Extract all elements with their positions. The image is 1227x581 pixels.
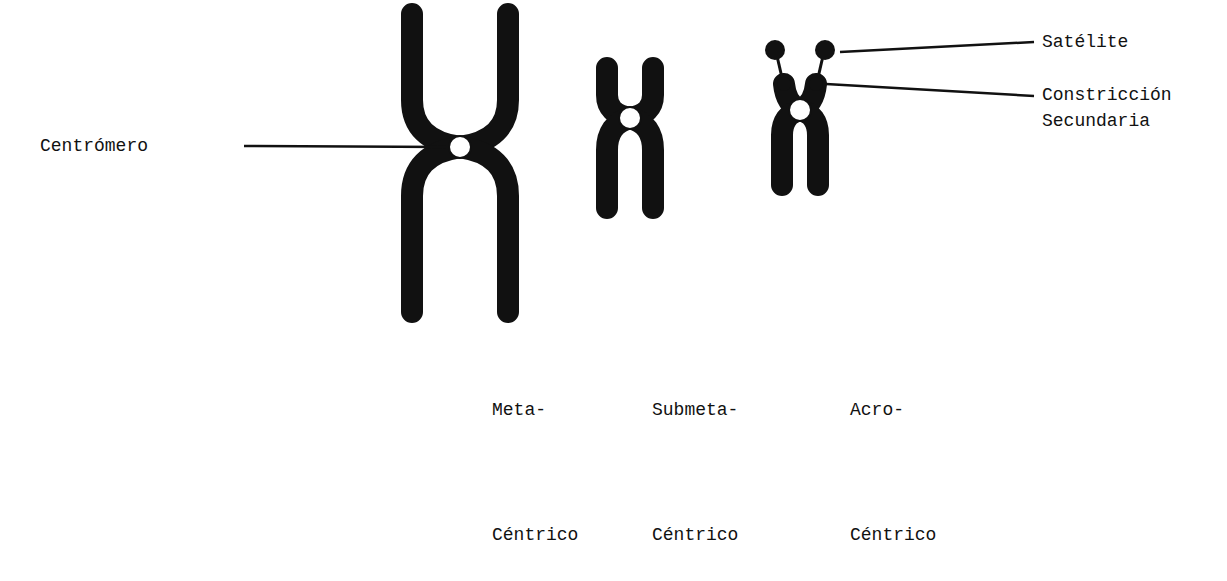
centromere	[449, 136, 471, 158]
type-label: Céntrico	[652, 522, 738, 548]
type-label: Submeta-	[652, 397, 738, 423]
part-label: Centrómero	[40, 133, 148, 159]
centromere	[619, 107, 641, 129]
satellite	[765, 40, 785, 60]
type-label: Céntrico	[492, 522, 578, 548]
centromere	[789, 99, 811, 121]
constriction-dot	[777, 77, 791, 91]
leader-line	[244, 146, 446, 147]
type-label: Céntrico	[850, 522, 936, 548]
satellite	[815, 40, 835, 60]
type-label: Meta-	[492, 397, 546, 423]
chromosome-arm	[412, 147, 508, 312]
constriction-dot	[809, 77, 823, 91]
chromosome-arm	[412, 14, 508, 147]
part-label: Constricción Secundaria	[1042, 82, 1192, 134]
chromosome-arm	[607, 118, 653, 208]
part-label: Satélite	[1042, 29, 1128, 55]
leader-line	[840, 42, 1034, 52]
type-label: Acro-	[850, 397, 904, 423]
leader-line	[826, 84, 1034, 96]
